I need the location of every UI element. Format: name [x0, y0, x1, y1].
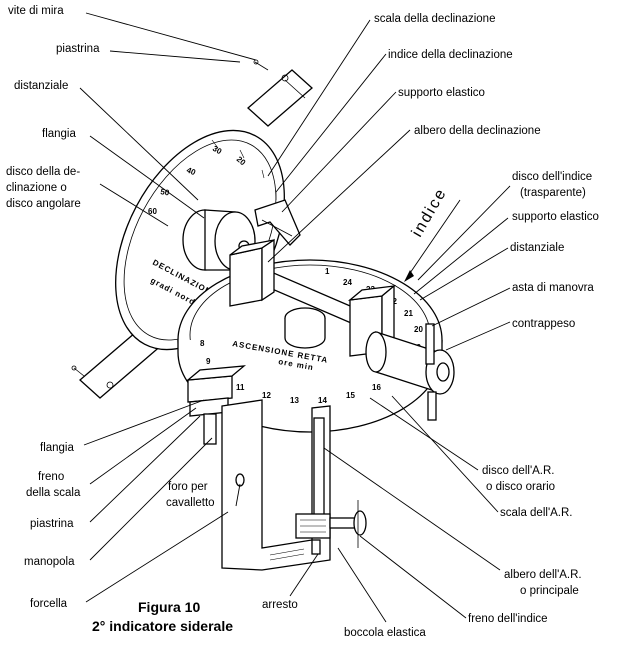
label-supporto-elastico-top: supporto elastico	[398, 87, 485, 99]
label-disco-indice-1: disco dell'indice	[512, 171, 592, 183]
label-foro-1: foro per	[168, 481, 208, 493]
declination-left-block	[229, 238, 275, 307]
label-albero-declinazione: albero della declinazione	[414, 125, 541, 137]
caption-title: Figura 10	[138, 599, 200, 615]
caption: Figura 10 2° indicatore siderale	[92, 599, 233, 634]
label-flangia-bottom: flangia	[40, 442, 74, 454]
svg-text:60: 60	[148, 207, 157, 216]
svg-text:12: 12	[262, 391, 271, 400]
label-distanziale-left: distanziale	[14, 80, 68, 92]
label-manopola: manopola	[24, 556, 75, 568]
label-freno-indice: freno dell'indice	[468, 613, 548, 625]
label-disco-indice-2: (trasparente)	[520, 187, 586, 199]
label-vite-di-mira: vite di mira	[8, 5, 64, 17]
svg-text:50: 50	[160, 187, 171, 198]
svg-text:15: 15	[346, 391, 355, 400]
label-disco-angolare-2: clinazione o	[6, 182, 67, 194]
label-foro-2: cavalletto	[166, 497, 215, 509]
ra-principal-shaft	[295, 417, 331, 539]
label-disco-ar-1: disco dell'A.R.	[482, 465, 555, 477]
label-supporto-elastico-right: supporto elastico	[512, 211, 599, 223]
label-freno-scala-1: freno	[38, 471, 64, 483]
index-brake-screw	[329, 500, 367, 548]
svg-text:1: 1	[325, 267, 330, 276]
svg-text:9: 9	[206, 357, 211, 366]
label-piastrina-top: piastrina	[56, 43, 100, 55]
instrument-drawing: 20 30 40 50 60 DECLINAZIONE gradi nord s…	[71, 59, 461, 571]
svg-text:24: 24	[343, 278, 352, 287]
label-albero-ar-1: albero dell'A.R.	[504, 569, 582, 581]
label-asta-di-manovra: asta di manovra	[512, 282, 594, 294]
indice-arrow	[404, 199, 461, 282]
label-contrappeso: contrappeso	[512, 318, 575, 330]
labels: vite di mira piastrina distanziale flang…	[6, 5, 599, 639]
sighting-screw-bottom	[71, 365, 85, 377]
svg-text:21: 21	[404, 309, 413, 318]
label-scala-declinazione: scala della declinazione	[374, 13, 495, 25]
svg-text:13: 13	[290, 396, 299, 405]
svg-text:40: 40	[185, 166, 197, 178]
label-disco-angolare-3: disco angolare	[6, 198, 81, 210]
label-boccola: boccola elastica	[344, 627, 426, 639]
label-indice-declinazione: indice della declinazione	[388, 49, 513, 61]
svg-text:8: 8	[200, 339, 205, 348]
label-freno-scala-2: della scala	[26, 487, 81, 499]
label-flangia-top: flangia	[42, 128, 76, 140]
label-forcella: forcella	[30, 598, 68, 610]
svg-text:11: 11	[236, 383, 245, 392]
label-scala-ar: scala dell'A.R.	[500, 507, 573, 519]
svg-text:20: 20	[414, 325, 423, 334]
label-albero-ar-2: o principale	[520, 585, 579, 597]
label-distanziale-right: distanziale	[510, 242, 564, 254]
label-arresto: arresto	[262, 599, 298, 611]
leader-lines	[79, 12, 511, 623]
stop-pin	[311, 539, 321, 555]
control-rod	[425, 323, 437, 421]
counterweight	[365, 331, 455, 395]
label-indice-word: indice	[409, 185, 451, 240]
central-hub	[284, 307, 326, 349]
label-disco-angolare-1: disco della de-	[6, 166, 80, 178]
sighting-screw-top	[253, 59, 269, 71]
label-disco-ar-2: o disco orario	[486, 481, 555, 493]
svg-text:16: 16	[372, 383, 381, 392]
caption-subtitle: 2° indicatore siderale	[92, 618, 233, 634]
declination-elastic-support	[254, 199, 301, 246]
svg-text:14: 14	[318, 396, 327, 405]
label-piastrina-bottom: piastrina	[30, 518, 74, 530]
